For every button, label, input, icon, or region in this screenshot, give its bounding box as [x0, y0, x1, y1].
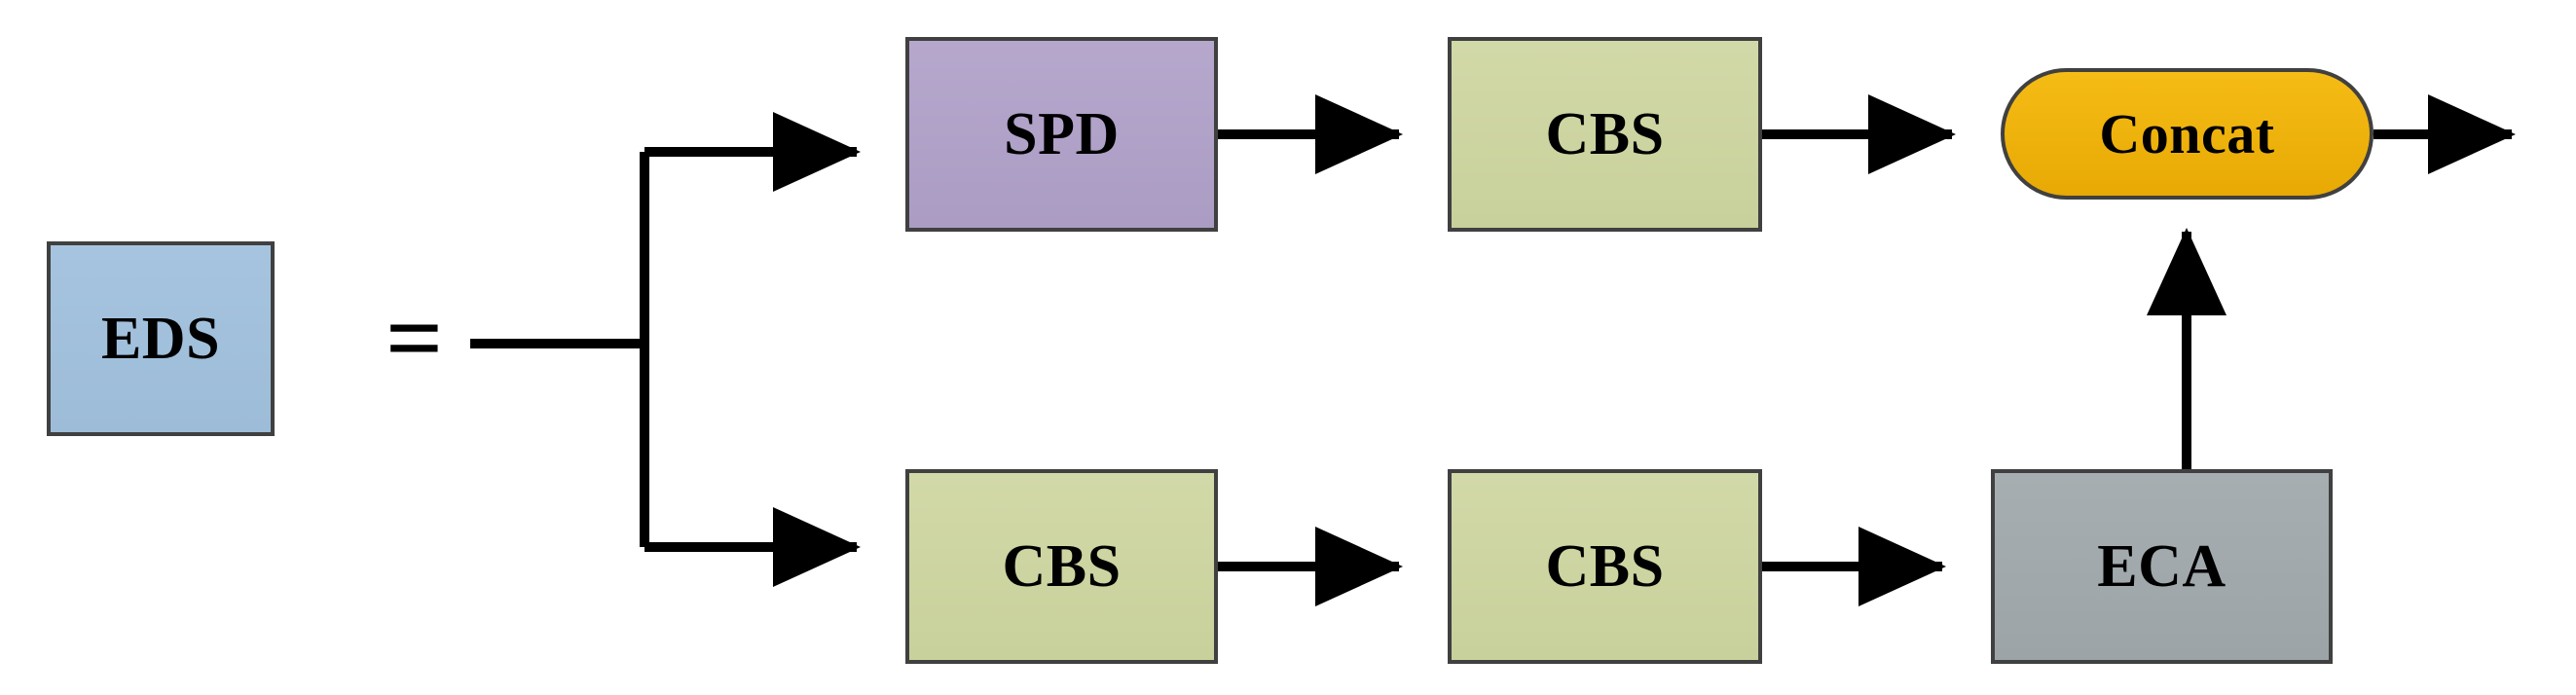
node-spd[interactable]: SPD — [905, 37, 1218, 232]
node-cbs-bottom-2[interactable]: CBS — [1448, 469, 1762, 664]
node-cbs-bottom-1[interactable]: CBS — [905, 469, 1218, 664]
node-cbs-top[interactable]: CBS — [1448, 37, 1762, 232]
node-cbs-top-label: CBS — [1545, 101, 1665, 167]
equals-sign: = — [386, 288, 443, 389]
node-concat-label: Concat — [2099, 101, 2275, 165]
node-cbs-bottom-1-label: CBS — [1002, 533, 1122, 600]
node-spd-label: SPD — [1004, 101, 1120, 167]
node-cbs-bottom-2-label: CBS — [1545, 533, 1665, 600]
node-concat[interactable]: Concat — [2001, 68, 2374, 200]
node-eca[interactable]: ECA — [1991, 469, 2333, 664]
node-eds[interactable]: EDS — [47, 241, 275, 436]
equals-sign-glyph: = — [386, 282, 444, 394]
node-eds-label: EDS — [100, 306, 221, 372]
node-eca-label: ECA — [2097, 533, 2226, 600]
